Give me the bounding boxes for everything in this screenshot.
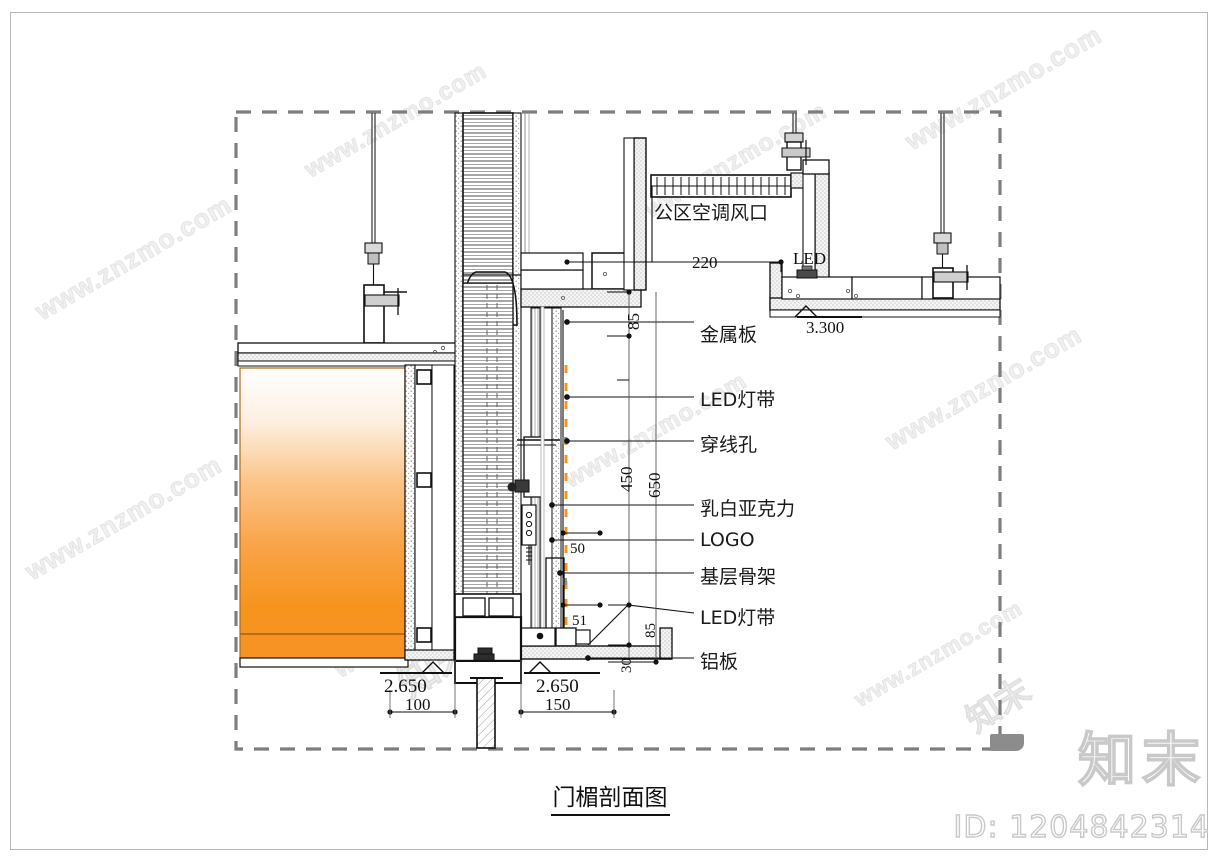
drawing-id-text: ID: 1204842314 [953, 809, 1210, 845]
label-led-top: LED [793, 249, 827, 268]
label-led-strip-top: LED灯带 [700, 389, 776, 411]
dim-150: 150 [545, 695, 571, 714]
orange-panel [239, 367, 409, 668]
label-aluminum-panel: 铝板 [700, 651, 739, 673]
left-mullion [404, 364, 455, 661]
dim-100: 100 [405, 695, 431, 714]
dimension-lines [387, 259, 784, 718]
dim-85-top: 85 [624, 313, 643, 330]
dim-220: 220 [692, 253, 718, 272]
left-ceiling-assembly [237, 113, 457, 367]
level-markers [380, 305, 862, 674]
level-2650-left: 2.650 [384, 676, 427, 697]
dim-30: 30 [619, 658, 635, 673]
central-wall-upper [454, 112, 530, 659]
label-logo: LOGO [700, 529, 755, 551]
drawing-title: 门楣剖面图 [0, 778, 1220, 816]
drawing-boundary [234, 110, 1002, 751]
label-milky-acrylic: 乳白亚克力 [700, 498, 796, 520]
label-base-frame: 基层骨架 [700, 566, 777, 588]
level-2650-right: 2.650 [536, 676, 579, 697]
upper-soffit-detail [520, 137, 647, 308]
level-3300: 3.300 [806, 318, 845, 337]
right-ceiling-assembly [769, 113, 1001, 318]
dim-85-bottom: 85 [643, 623, 659, 638]
dim-650: 650 [645, 472, 664, 499]
dim-450: 450 [617, 466, 636, 493]
label-ac-vent: 公区空调风口 [654, 202, 769, 224]
ac-vent-grille [650, 172, 816, 198]
door-frame-detail [453, 593, 523, 749]
page-border [10, 12, 1208, 850]
drawing-title-text: 门楣剖面图 [550, 785, 670, 816]
dim-50: 50 [570, 541, 585, 557]
brand-logo-text: 知末 [1077, 725, 1206, 795]
brand-mark-square [990, 734, 1024, 751]
label-metal-panel: 金属板 [700, 324, 758, 346]
right-bulkhead [781, 113, 830, 292]
dim-51: 51 [572, 613, 587, 629]
label-led-strip-bot: LED灯带 [700, 607, 776, 629]
label-wire-hole: 穿线孔 [700, 434, 758, 456]
